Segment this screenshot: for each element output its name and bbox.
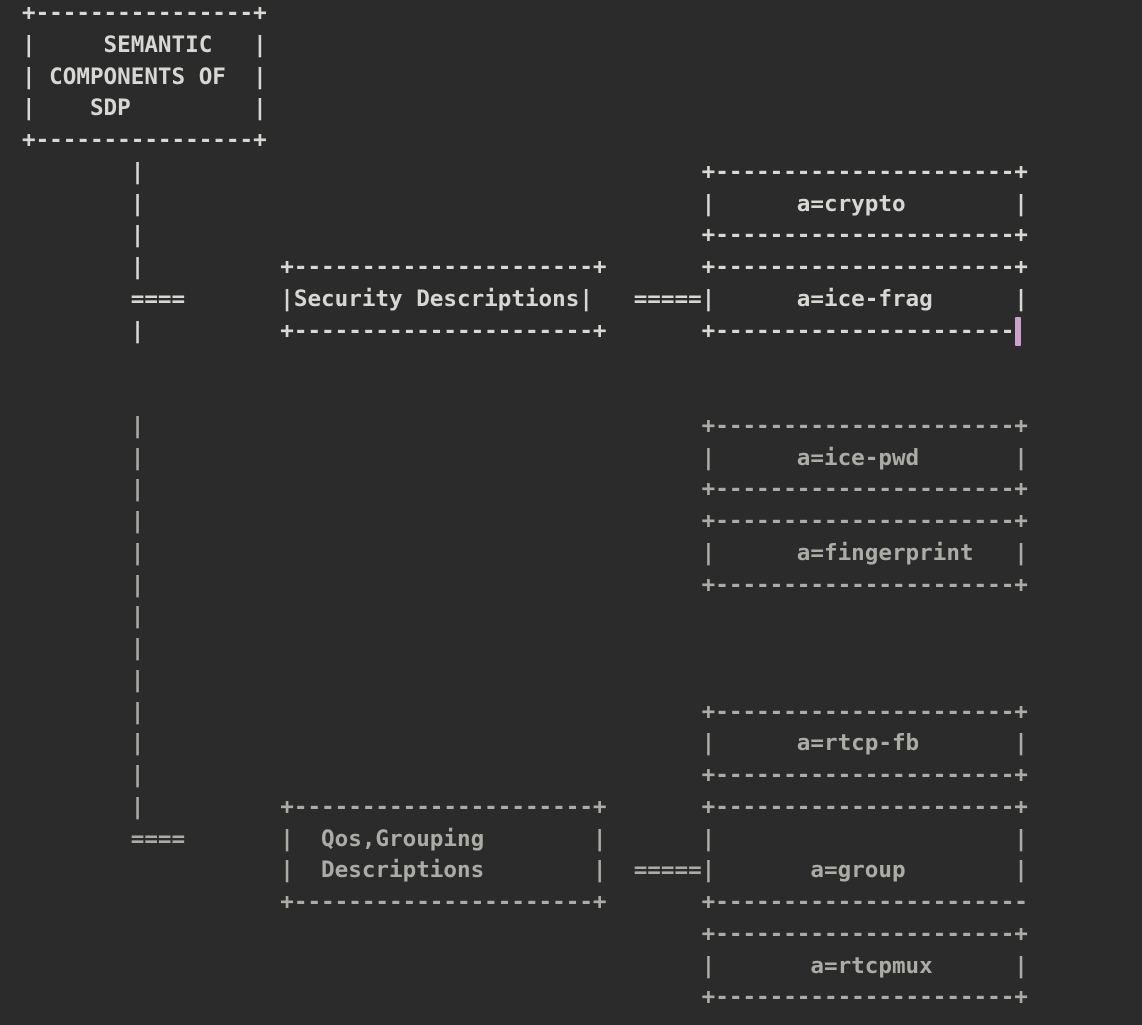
ascii-line: | SEMANTIC |: [22, 31, 267, 58]
ascii-line: | +----------------------+: [22, 508, 1028, 534]
ascii-line: |: [22, 666, 145, 693]
ascii-line: | +----------------------+: [22, 412, 1028, 439]
ascii-line: | SDP |: [22, 95, 267, 122]
ascii-line: [22, 347, 1028, 379]
ascii-line: | +----------------------+: [22, 158, 1028, 185]
ascii-line: | +----------------------+: [22, 571, 1028, 598]
ascii-line: [22, 379, 1028, 411]
ascii-line: | +----------------------+ +------------…: [22, 793, 1028, 820]
ascii-line: | +----------------------+: [22, 698, 1028, 725]
ascii-line: | | a=fingerprint |: [22, 539, 1028, 566]
ascii-line: |: [22, 603, 145, 630]
ascii-line: | | a=crypto |: [22, 190, 1028, 217]
ascii-line: | COMPONENTS OF |: [22, 63, 267, 90]
ascii-line: |: [22, 635, 145, 661]
ascii-line: | Descriptions | =====| a=group |: [22, 857, 1028, 884]
ascii-line: | | a=ice-pwd |: [22, 444, 1028, 471]
ascii-line: +----------------------+ +--------------…: [22, 889, 1028, 915]
ascii-line: | | a=rtcp-fb |: [22, 730, 1028, 757]
ascii-line: | +----------------------+: [22, 476, 1028, 503]
terminal-cursor: [1015, 316, 1022, 347]
ascii-line: +----------------------+: [22, 984, 1028, 1011]
ascii-line: +----------------+: [22, 127, 267, 153]
ascii-line: ==== |Security Descriptions| =====| a=ic…: [22, 285, 1028, 312]
ascii-line: | +----------------------+: [22, 762, 1028, 788]
ascii-line: +----------------------+: [22, 920, 1028, 947]
ascii-line: | +----------------------+ +------------…: [22, 254, 1028, 280]
ascii-line: | +----------------------+ +------------…: [22, 317, 1015, 344]
ascii-line: | a=rtcpmux |: [22, 952, 1028, 979]
ascii-line: | +----------------------+: [22, 222, 1028, 249]
ascii-line: +----------------+: [22, 0, 267, 26]
ascii-diagram: +----------------+ | SEMANTIC | | COMPONEN…: [22, 0, 1028, 1014]
ascii-line: ==== | Qos,Grouping | | |: [22, 825, 1028, 852]
